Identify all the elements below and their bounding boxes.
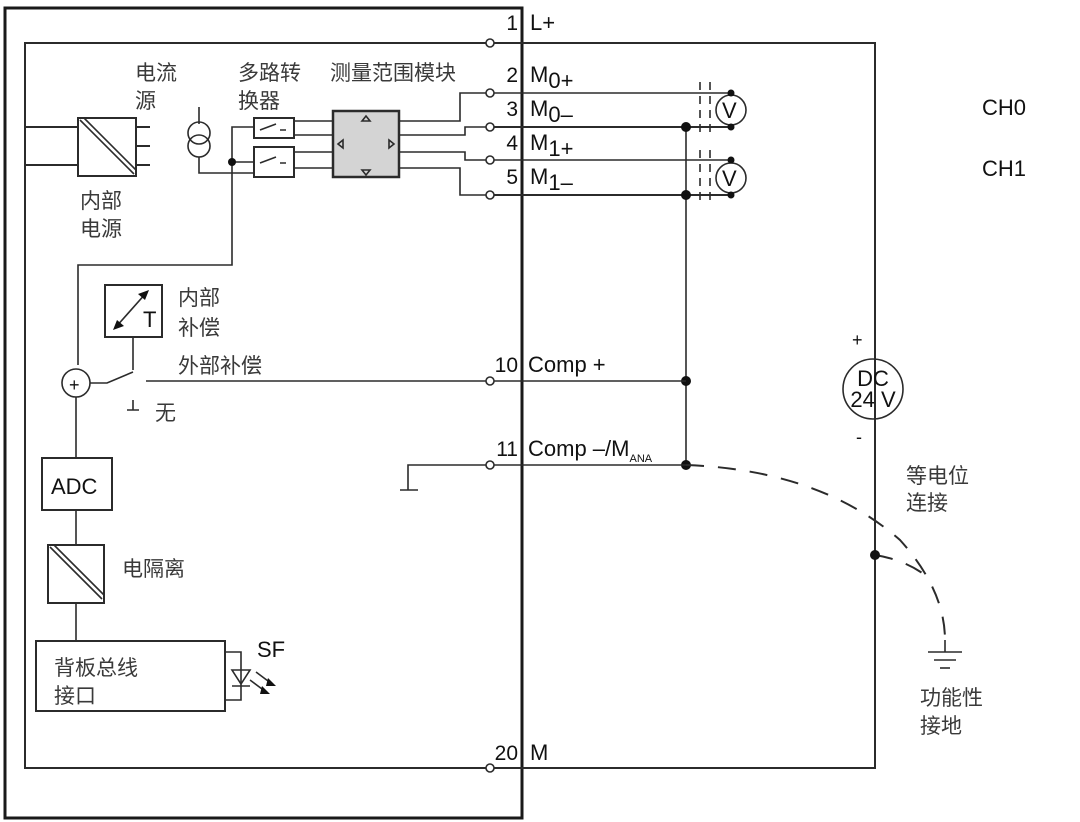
backplane-label-1: 背板总线 [54, 656, 138, 680]
dc-label: DC [857, 366, 889, 391]
internal-compensation-label-2: 补偿 [178, 316, 220, 340]
terminal-20-name: M [530, 740, 548, 765]
internal-compensation-label-1: 内部 [178, 286, 220, 310]
wire-comp-minus-internal [407, 464, 490, 490]
terminal-2-number: 2 [506, 64, 518, 87]
dc-24v-supply: DC 24 V [842, 358, 904, 420]
terminal-20-number: 20 [495, 742, 518, 765]
voltmeter-ch1-label: V [722, 166, 737, 191]
internal-power-label-2: 电源 [80, 217, 122, 241]
current-source-label-2: 源 [135, 89, 156, 113]
terminal-1-number: 1 [506, 12, 518, 35]
supply-loop [24, 42, 876, 769]
internal-power-label-1: 内部 [80, 189, 122, 213]
sf-led-icon [225, 651, 276, 701]
current-source-icon [187, 107, 262, 174]
channel-ch1-label: CH1 [982, 156, 1026, 181]
wire-m1minus [399, 167, 490, 196]
terminal-markers [485, 38, 495, 773]
wire-m0plus [399, 92, 490, 122]
wire-m1plus [399, 151, 490, 161]
voltmeter-ch1: V [715, 156, 747, 199]
summing-junction: + [61, 368, 490, 458]
adc-label: ADC [51, 474, 98, 499]
terminal-2-name: M0+ [530, 62, 573, 93]
multiplexer-label-2: 换器 [238, 89, 280, 113]
measuring-range-module [331, 109, 401, 179]
terminal-5-number: 5 [506, 166, 518, 189]
current-source-label-1: 电流 [135, 61, 177, 85]
multiplexer-label-1: 多路转 [238, 61, 301, 85]
terminal-10-number: 10 [495, 354, 518, 377]
functional-earth-link [874, 554, 926, 576]
backplane-bus-interface [35, 640, 226, 712]
terminal-4-number: 4 [506, 132, 518, 155]
terminal-4-name: M1+ [530, 130, 573, 161]
temp-symbol: T [143, 307, 156, 332]
external-compensation-label: 外部补偿 [178, 354, 262, 378]
voltage-label: 24 V [850, 387, 896, 412]
equipotential-label-2: 连接 [906, 491, 948, 515]
none-label: 无 [155, 401, 176, 425]
adc-block [41, 457, 113, 511]
terminal-1-name: L+ [530, 10, 555, 35]
internal-power-supply [77, 117, 150, 177]
dc-minus-sign: - [856, 427, 862, 447]
terminal-10-name: Comp + [528, 352, 606, 377]
module-frame [3, 6, 524, 820]
terminal-3-number: 3 [506, 98, 518, 121]
sum-symbol: + [69, 375, 80, 395]
sf-label: SF [257, 637, 285, 662]
channel-ch0-label: CH0 [982, 95, 1026, 120]
voltmeter-ch0-label: V [722, 98, 737, 123]
backplane-label-2: 接口 [54, 684, 96, 708]
terminal-11-name: Comp –/MANA [528, 436, 653, 465]
isolation-label: 电隔离 [122, 557, 185, 581]
terminal-5-name: M1– [530, 164, 574, 195]
cable-shield [699, 82, 711, 206]
equipotential-label-1: 等电位 [906, 464, 969, 488]
terminal-3-name: M0– [530, 96, 574, 127]
measuring-range-module-label: 测量范围模块 [330, 61, 456, 85]
dc-plus-sign: + [852, 330, 863, 350]
wire-m0minus [399, 126, 490, 136]
functional-earth-label-2: 接地 [920, 714, 962, 738]
functional-earth-label-1: 功能性 [920, 686, 983, 710]
terminal-11-number: 11 [496, 438, 518, 461]
voltmeter-ch0: V [715, 89, 747, 131]
equipotential-bonding-line [685, 464, 946, 641]
isolation-block [47, 544, 105, 641]
temperature-sensor-icon: T [104, 284, 163, 370]
multiplexer-switches [77, 117, 333, 365]
wire-lplus-psu [24, 43, 78, 128]
ground-icon [928, 640, 962, 669]
